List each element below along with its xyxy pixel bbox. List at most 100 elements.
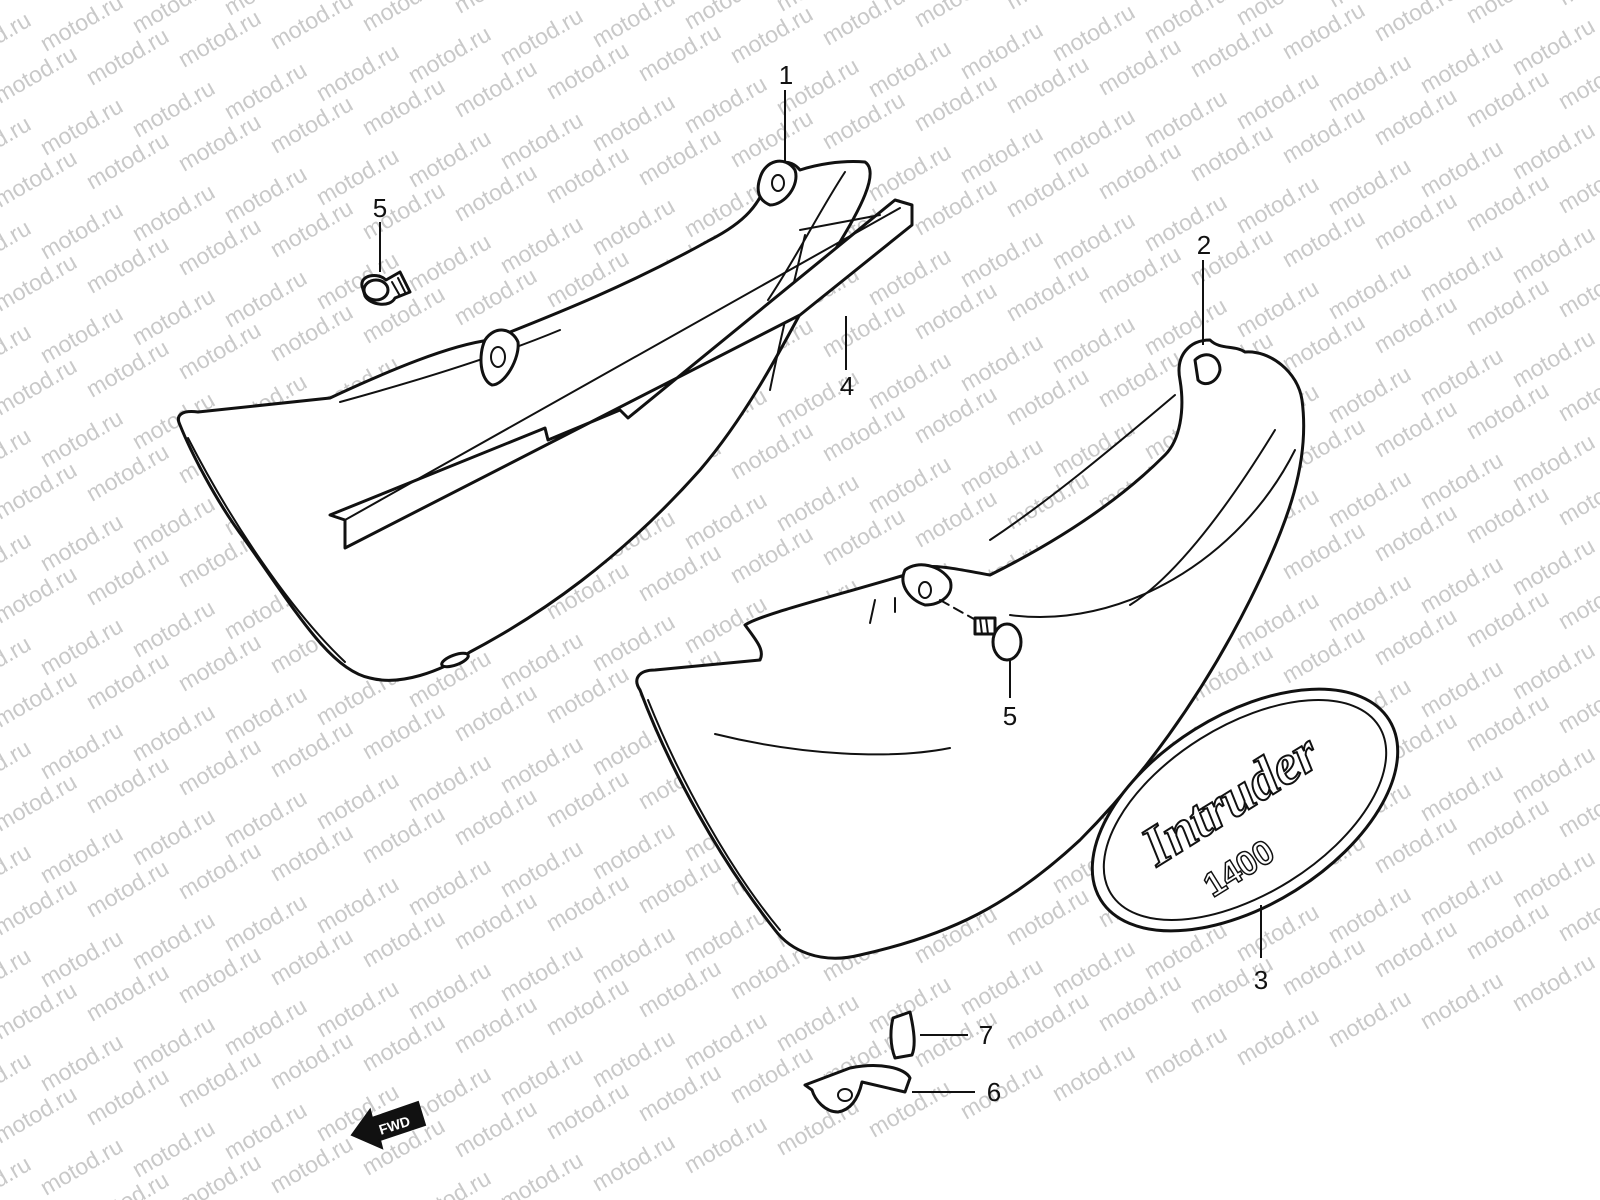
watermark-text: motod.ru (956, 16, 1048, 84)
watermark-text: motod.ru (496, 834, 588, 902)
watermark-text: motod.ru (358, 800, 450, 868)
watermark-text: motod.ru (1278, 516, 1370, 584)
watermark-text: motod.ru (1416, 862, 1508, 930)
watermark-text: motod.ru (496, 210, 588, 278)
watermark-text: motod.ru (588, 192, 680, 260)
watermark-text: motod.ru (450, 782, 542, 850)
watermark-text: motod.ru (82, 750, 174, 818)
watermark-text: motod.ru (496, 938, 588, 1006)
watermark-text: motod.ru (1416, 342, 1508, 410)
watermark-text: motod.ru (404, 228, 496, 296)
watermark-text: motod.ru (404, 124, 496, 192)
watermark-text: motod.ru (910, 172, 1002, 240)
watermark-text: motod.ru (266, 922, 358, 990)
watermark-text: motod.ru (956, 432, 1048, 500)
watermark-text: motod.ru (956, 952, 1048, 1020)
watermark-text: motod.ru (910, 484, 1002, 552)
watermark-text: motod.ru (1324, 360, 1416, 428)
watermark-text: motod.ru (358, 176, 450, 244)
watermark-text: motod.ru (910, 276, 1002, 344)
watermark-text: motod.ru (1508, 740, 1600, 808)
watermark-text: motod.ru (174, 108, 266, 176)
watermark-text: motod.ru (1508, 948, 1600, 1016)
watermark-text: motod.ru (36, 716, 128, 784)
callout-3: 3 (1254, 965, 1268, 995)
watermark-text: motod.ru (404, 1164, 496, 1200)
watermark-text: motod.ru (312, 870, 404, 938)
watermark-text: motod.ru (496, 1146, 588, 1200)
watermark-text: motod.ru (1186, 14, 1278, 82)
callout-2: 2 (1197, 230, 1211, 260)
callout-6: 6 (987, 1077, 1001, 1107)
cushion (889, 1010, 916, 1060)
watermark-text: motod.ru (82, 230, 174, 298)
watermark-text: motod.ru (680, 486, 772, 554)
watermark-text: motod.ru (220, 680, 312, 748)
watermark-text: motod.ru (36, 924, 128, 992)
watermark-text: motod.ru (0, 560, 81, 628)
watermark-text: motod.ru (0, 976, 81, 1044)
watermark-text: motod.ru (1278, 308, 1370, 376)
watermark-text: motod.ru (36, 300, 128, 368)
watermark-text: motod.ru (726, 1040, 818, 1108)
watermark-text: motod.ru (0, 872, 81, 940)
watermark-text: motod.ru (772, 988, 864, 1056)
watermark-text: motod.ru (1462, 376, 1554, 444)
watermark-text: motod.ru (726, 520, 818, 588)
watermark-text: motod.ru (496, 730, 588, 798)
watermark-text: motod.ru (220, 264, 312, 332)
watermark-text: motod.ru (542, 868, 634, 936)
watermark-text: motod.ru (174, 4, 266, 72)
watermark-text: motod.ru (496, 626, 588, 694)
watermark-text: motod.ru (128, 74, 220, 142)
watermark-text: motod.ru (864, 138, 956, 206)
watermark-text: motod.ru (312, 38, 404, 106)
watermark-text: motod.ru (450, 886, 542, 954)
watermark-text: motod.ru (0, 664, 81, 732)
watermark-text: motod.ru (174, 1044, 266, 1112)
watermark-text: motod.ru (1416, 238, 1508, 306)
watermark-text: motod.ru (726, 0, 818, 68)
watermark-text: motod.ru (1370, 82, 1462, 150)
frame-cover-right (635, 338, 1306, 960)
watermark-text: motod.ru (404, 852, 496, 920)
watermark-text: motod.ru (1278, 620, 1370, 688)
watermark-text: motod.ru (818, 294, 910, 362)
watermark-text: motod.ru (1462, 584, 1554, 652)
watermark-text: motod.ru (634, 1058, 726, 1126)
watermark-text: motod.ru (450, 0, 542, 18)
watermark-text: motod.ru (220, 992, 312, 1060)
watermark-text: motod.ru (82, 1062, 174, 1130)
watermark-text: motod.ru (0, 456, 81, 524)
watermark-text: motod.ru (1462, 792, 1554, 860)
watermark-text: motod.ru (864, 450, 956, 518)
watermark-text: motod.ru (404, 956, 496, 1024)
watermark-text: motod.ru (1048, 206, 1140, 274)
watermark-text: motod.ru (680, 1006, 772, 1074)
watermark-text: motod.ru (128, 594, 220, 662)
watermark-text: motod.ru (1508, 220, 1600, 288)
watermark-text: motod.ru (312, 974, 404, 1042)
watermark-text: motod.ru (36, 820, 128, 888)
watermark-text: motod.ru (542, 140, 634, 208)
watermark-text: motod.ru (1370, 394, 1462, 462)
watermark-text: motod.ru (496, 106, 588, 174)
watermark-text: motod.ru (1508, 12, 1600, 80)
watermark-text: motod.ru (680, 1110, 772, 1178)
watermark-text: motod.ru (1416, 30, 1508, 98)
watermark-text: motod.ru (910, 0, 1002, 32)
watermark-text: motod.ru (0, 144, 81, 212)
watermark-text: motod.ru (588, 1128, 680, 1196)
rail-cover (328, 198, 914, 550)
watermark-text: motod.ru (1508, 532, 1600, 600)
watermark-text: motod.ru (1278, 0, 1370, 64)
watermark-text: motod.ru (174, 732, 266, 800)
watermark-text: motod.ru (36, 92, 128, 160)
watermark-text: motod.ru (818, 502, 910, 570)
watermark-text: motod.ru (1048, 0, 1140, 66)
watermark-text: motod.ru (1462, 168, 1554, 236)
watermark-text: motod.ru (1094, 344, 1186, 412)
watermark-text: motod.ru (174, 628, 266, 696)
watermark-text: motod.ru (818, 0, 910, 50)
watermark-text: motod.ru (1094, 136, 1186, 204)
